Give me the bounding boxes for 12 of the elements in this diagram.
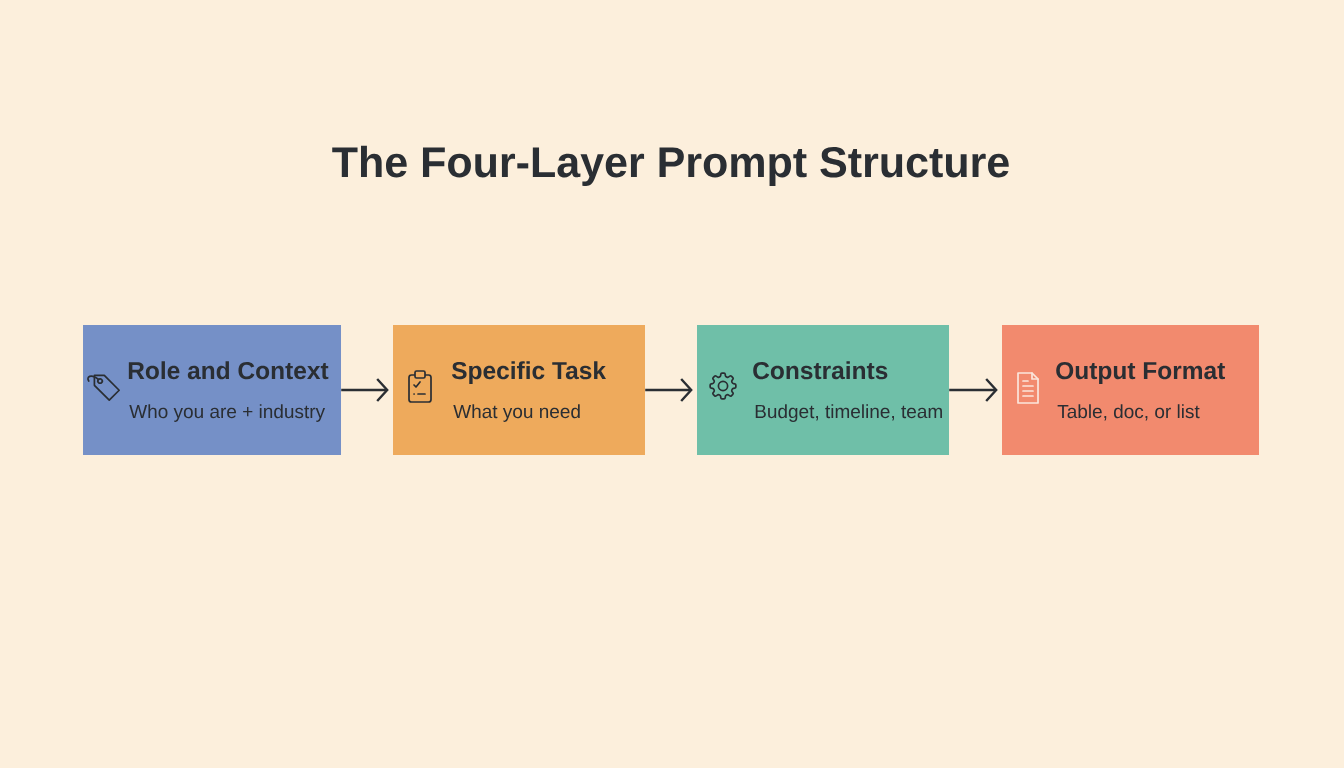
arrow — [341, 378, 389, 402]
arrow — [645, 378, 693, 402]
box-heading: Role and Context — [128, 361, 329, 380]
box-heading: Output Format — [1056, 361, 1225, 385]
box-description: What you need — [453, 404, 580, 422]
box-heading: Constraints — [753, 361, 888, 380]
box-heading: Specific Task — [451, 361, 606, 385]
box-description: Who you are + industry — [129, 404, 326, 422]
title: The Four-Layer Prompt Structure — [332, 145, 1009, 186]
arrow — [949, 378, 998, 402]
box-description: Table, doc, or list — [1057, 404, 1200, 421]
box-description: Budget, timeline, team — [755, 404, 942, 422]
